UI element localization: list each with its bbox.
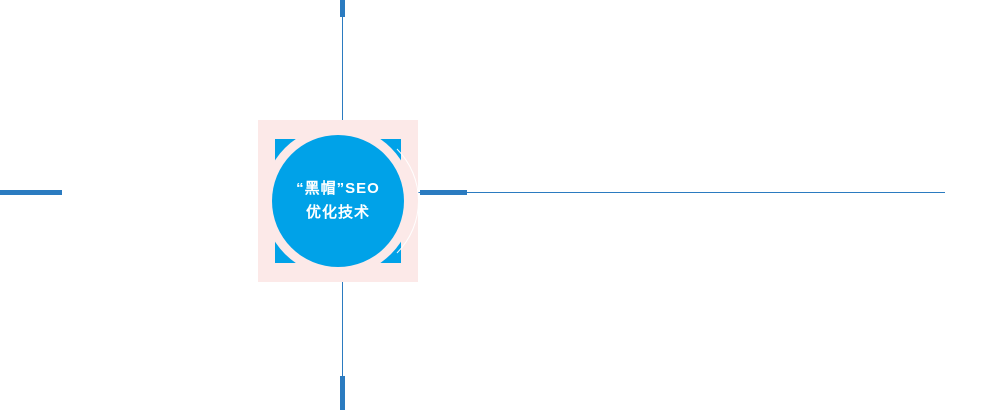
connector-top-cap xyxy=(340,0,345,17)
connector-right-segment xyxy=(420,190,467,195)
connector-right-line xyxy=(416,192,945,193)
node-highlight-arc xyxy=(271,127,419,275)
node-label-line1: “黑帽”SEO xyxy=(296,180,380,197)
node-circle: “黑帽”SEO 优化技术 xyxy=(272,135,404,267)
node-label-line2: 优化技术 xyxy=(305,204,370,221)
connector-bottom-cap xyxy=(340,376,345,410)
center-node: “黑帽”SEO 优化技术 xyxy=(258,120,419,282)
node-label: “黑帽”SEO 优化技术 xyxy=(296,177,380,225)
connector-left-cap xyxy=(0,190,62,195)
